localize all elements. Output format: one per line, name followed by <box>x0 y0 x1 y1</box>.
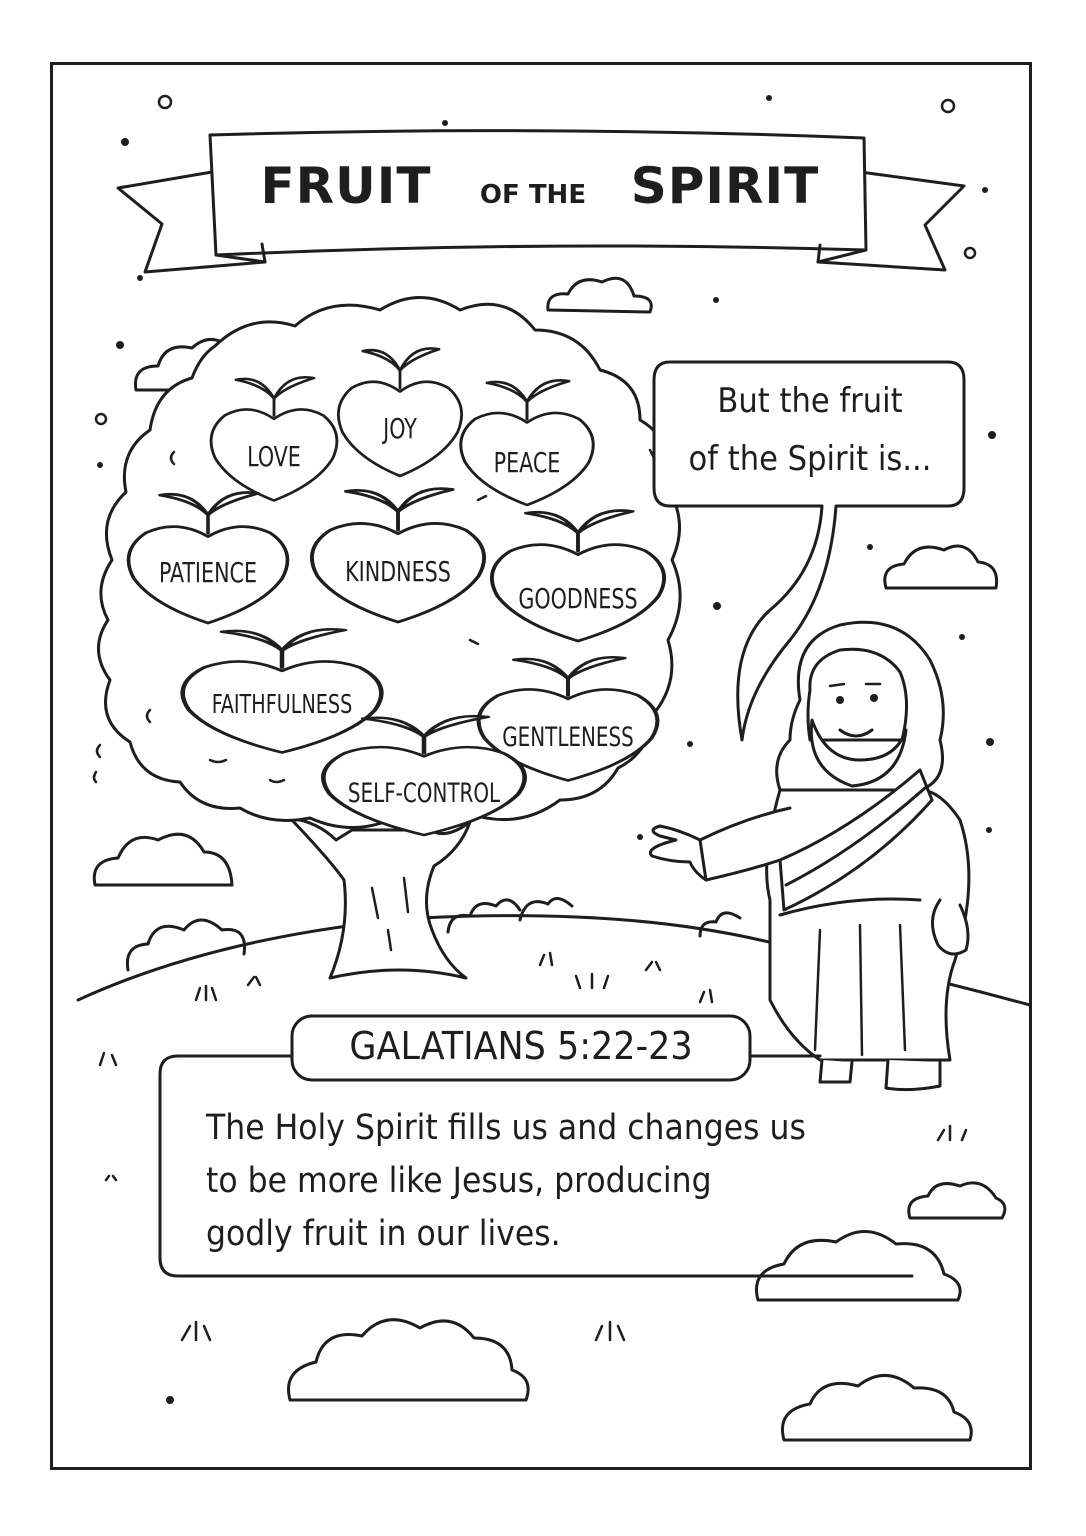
speech-line-2: of the Spirit is... <box>688 439 932 479</box>
title-word-spirit: SPIRIT <box>630 157 820 215</box>
speech-bubble <box>652 360 966 742</box>
tree-trunk <box>288 816 472 980</box>
fruit-label-self-control: SELF-CONTROL <box>347 778 501 809</box>
cloud-top <box>546 276 653 314</box>
reference-box <box>290 1014 752 1082</box>
caption-box <box>158 1054 914 1278</box>
speech-line-1: But the fruit <box>717 381 903 421</box>
cloud-bottom-right-low <box>781 1374 973 1442</box>
jesus-figure <box>649 620 971 1092</box>
page-border <box>50 62 1032 1470</box>
title-of-the: OF THE <box>479 180 587 210</box>
caption-line-3: godly fruit in our lives. <box>206 1214 561 1254</box>
fruit-label-gentleness: GENTLENESS <box>502 722 634 753</box>
decorative-dots <box>97 95 996 1404</box>
title-word-fruit: FRUIT <box>260 157 432 215</box>
grass-tufts <box>98 951 968 1342</box>
cloud-bottom-right-small <box>907 1181 1007 1220</box>
cloud-low-left <box>92 832 234 887</box>
fruit-label-joy: JOY <box>383 412 417 445</box>
fruit-label-faithfulness: FAITHFULNESS <box>211 690 353 720</box>
caption-line-2: to be more like Jesus, producing <box>206 1161 712 1201</box>
caption-text: The Holy Spirit fills us and changes us … <box>206 1102 806 1261</box>
caption-line-1: The Holy Spirit fills us and changes us <box>206 1108 806 1148</box>
title-banner <box>116 129 966 274</box>
fruit-label-peace: PEACE <box>493 446 561 479</box>
fruit-label-patience: PATIENCE <box>158 556 258 589</box>
bushes <box>125 897 742 972</box>
scripture-reference: GALATIANS 5:22-23 <box>349 1024 693 1068</box>
cloud-bottom-center <box>287 1318 530 1402</box>
fruit-label-love: LOVE <box>247 440 301 473</box>
cloud-bottom-right-big <box>755 1230 962 1302</box>
cloud-right <box>883 544 999 590</box>
fruit-label-kindness: KINDNESS <box>345 555 451 588</box>
fruit-label-goodness: GOODNESS <box>518 582 638 615</box>
